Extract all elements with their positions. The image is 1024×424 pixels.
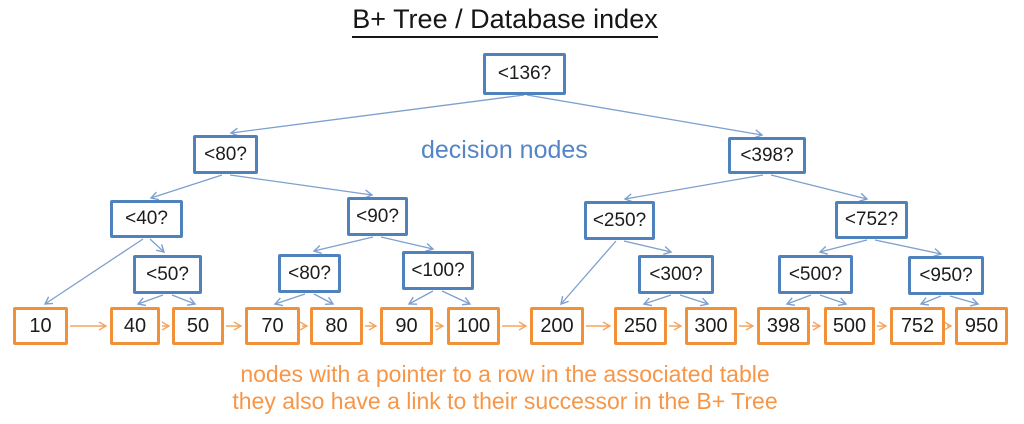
leaf-note-line1: nodes with a pointer to a row in the ass… <box>240 361 770 387</box>
leaf-node-100: 100 <box>447 307 500 345</box>
leaf-node-752: 752 <box>890 307 945 345</box>
decision-node-50: <50? <box>133 255 202 294</box>
leaf-node-10: 10 <box>13 307 68 345</box>
leaf-node-950: 950 <box>955 307 1008 345</box>
leaf-node-50: 50 <box>172 307 224 345</box>
decision-node-398: <398? <box>728 137 806 174</box>
leaf-node-80: 80 <box>310 307 363 345</box>
leaf-node-500: 500 <box>824 307 875 345</box>
decision-node-90: <90? <box>347 197 408 236</box>
decision-node-40: <40? <box>110 200 183 238</box>
decision-node-136: <136? <box>483 53 566 95</box>
decision-node-80-l2: <80? <box>193 135 258 174</box>
leaf-node-200: 200 <box>530 307 584 345</box>
leaf-node-250: 250 <box>614 307 667 345</box>
decision-node-250: <250? <box>584 201 655 240</box>
diagram-title: B+ Tree / Database index <box>352 4 658 38</box>
leaf-node-300: 300 <box>685 307 737 345</box>
decision-nodes-caption: decision nodes <box>421 136 588 164</box>
decision-node-80-l4: <80? <box>278 254 341 293</box>
decision-node-950: <950? <box>908 256 984 295</box>
leaf-node-40: 40 <box>110 307 160 345</box>
decision-node-300: <300? <box>638 255 714 294</box>
tree-edges <box>43 94 980 307</box>
decision-node-100: <100? <box>402 251 474 290</box>
leaf-note: nodes with a pointer to a row in the ass… <box>0 361 1010 415</box>
decision-node-500: <500? <box>778 255 853 294</box>
leaf-note-line2: they also have a link to their successor… <box>232 388 778 414</box>
leaf-node-398: 398 <box>757 307 810 345</box>
decision-node-752: <752? <box>835 201 908 239</box>
title-wrap: B+ Tree / Database index <box>0 4 1010 38</box>
leaf-node-70: 70 <box>245 307 300 345</box>
leaf-node-90: 90 <box>380 307 433 345</box>
